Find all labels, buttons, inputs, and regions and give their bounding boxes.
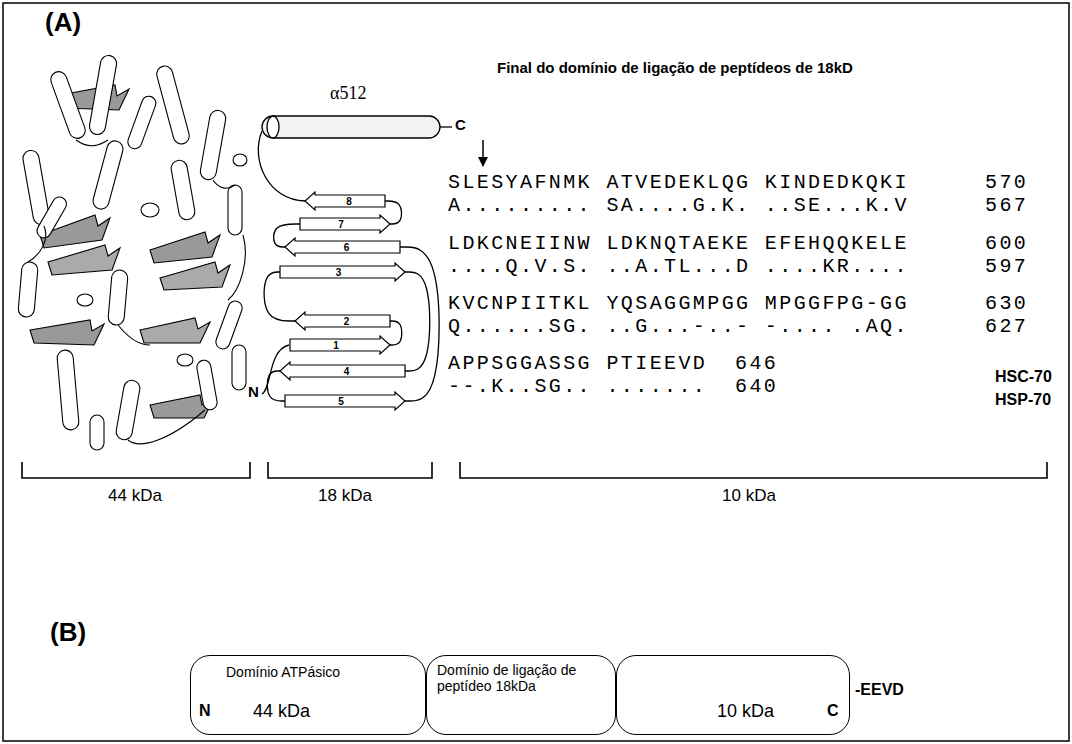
strand-arrow xyxy=(305,192,385,210)
protein-name: HSC-70 xyxy=(995,368,1052,386)
strand-loop xyxy=(264,272,295,321)
residue-number: 640 xyxy=(735,376,778,398)
sequence-row: Q......SG. ..G...-..- -.... .AQ. xyxy=(448,316,909,338)
strand-loop xyxy=(267,371,285,401)
structure-label: α512 xyxy=(330,84,366,104)
domain-box: Domínio ATPásicoN 44 kDa xyxy=(190,655,426,735)
terminal-motif: -EEVD xyxy=(855,681,904,699)
sequence-row: KVCNPIITKL YQSAGGMPGG MPGGFPG-GG xyxy=(448,293,909,315)
heading: Final do domínio de ligação de peptídeos… xyxy=(497,60,853,77)
atpase-ribbon xyxy=(18,54,247,450)
strand-outline xyxy=(295,312,390,330)
beta-strand: 3 xyxy=(280,263,405,281)
beta-strand: 4 xyxy=(280,362,405,380)
strand-number: 6 xyxy=(285,238,400,256)
helix-cylinder xyxy=(262,116,452,138)
domain-text: Domínio ATPásico xyxy=(226,664,340,680)
strand-loop xyxy=(385,201,402,224)
strand-arrow xyxy=(300,215,390,233)
panel-label: (B) xyxy=(50,618,86,647)
sequence-row: LDKCNEIINW LDKNQTAEKE EFEHQQKELE xyxy=(448,233,909,255)
domain-box: 10 kDa C xyxy=(616,655,850,735)
domain-text: Domínio de ligação de peptídeo 18kDa xyxy=(437,662,605,694)
domain-text: C xyxy=(827,702,839,720)
domain-box: Domínio de ligação de peptídeo 18kDa xyxy=(426,655,616,735)
residue-number: 567 xyxy=(985,195,1028,217)
domain-size: 10 kDa xyxy=(722,487,776,506)
strand-loop xyxy=(400,247,439,401)
strand-outline xyxy=(280,263,405,281)
residue-number: 646 xyxy=(735,353,778,375)
strand-number: 2 xyxy=(295,312,390,330)
beta-strand: 7 xyxy=(300,215,390,233)
sequence-row: SLESYAFNMK ATVEDEKLQG KINDEDKQKI xyxy=(448,172,909,194)
beta-strand: 6 xyxy=(285,238,400,256)
strand-number: 1 xyxy=(290,336,390,354)
strand-arrow xyxy=(280,263,405,281)
strand-outline xyxy=(305,192,385,210)
beta-strand: 1 xyxy=(290,336,390,354)
strand-number: 3 xyxy=(280,263,405,281)
strand-outline xyxy=(285,392,405,410)
terminus-label: C xyxy=(455,117,466,134)
strand-number: 7 xyxy=(300,215,390,233)
panel-label: (A) xyxy=(45,8,81,37)
strand-loop xyxy=(390,321,402,345)
domain-text: N xyxy=(199,702,211,720)
residue-number: 600 xyxy=(985,233,1028,255)
residue-number: 570 xyxy=(985,172,1028,194)
strand-arrow xyxy=(290,336,390,354)
beta-strand: 2 xyxy=(295,312,390,330)
sequence-row: APPSGGASSG PTIEEVD xyxy=(448,353,707,375)
protein-name: HSP-70 xyxy=(995,391,1051,409)
strand-arrow xyxy=(295,312,390,330)
sequence-row: A......... SA....G.K. ..SE...K.V xyxy=(448,195,909,217)
strand-loop xyxy=(405,272,430,371)
sequence-row: --.K..SG.. ....... xyxy=(448,376,707,398)
strand-arrow xyxy=(285,392,405,410)
residue-number: 627 xyxy=(985,316,1028,338)
strand-number: 5 xyxy=(285,392,405,410)
loop-line xyxy=(258,131,305,201)
beta-strand: 5 xyxy=(285,392,405,410)
strand-number: 4 xyxy=(280,362,405,380)
marker-arrow xyxy=(482,140,484,166)
domain-size: 18 kDa xyxy=(318,487,372,506)
domain-size: 44 kDa xyxy=(108,487,162,506)
bracket xyxy=(22,462,1047,478)
residue-number: 597 xyxy=(985,256,1028,278)
strand-arrow xyxy=(285,238,400,256)
strand-number: 8 xyxy=(305,192,385,210)
terminus-label: N xyxy=(248,384,259,401)
beta-strand: 8 xyxy=(305,192,385,210)
strand-outline xyxy=(280,362,405,380)
strand-outline xyxy=(285,238,400,256)
strand-outline xyxy=(300,215,390,233)
residue-number: 630 xyxy=(985,293,1028,315)
domain-text: 44 kDa xyxy=(253,701,310,722)
domain-text: 10 kDa xyxy=(717,701,774,722)
frame xyxy=(3,3,1069,741)
sequence-row: ....Q.V.S. ..A.TL...D ....KR.... xyxy=(448,256,909,278)
strand-outline xyxy=(290,336,390,354)
strand-arrow xyxy=(280,362,405,380)
